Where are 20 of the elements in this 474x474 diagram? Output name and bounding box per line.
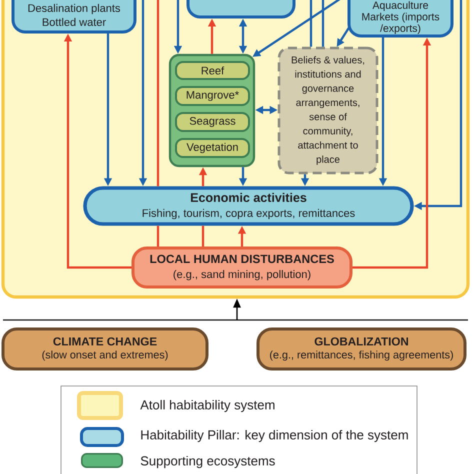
- legend-text: Habitability Pillar: key dimension of the system: [141, 430, 408, 442]
- disturbance-box: LOCAL HUMAN DISTURBANCES (e.g., sand mining, pollution): [132, 246, 352, 288]
- pillar-box: Desalination plants Bottled water: [12, 0, 136, 34]
- dashed-box: Beliefs & values, institutions and governance arrangements, sense of community, attachment to place: [278, 46, 378, 174]
- ecosystem-item: Vegetation: [175, 138, 250, 158]
- driver-box: GLOBALIZATION (e.g., remittances, fishing agreements): [256, 328, 466, 370]
- connector-line: [322, 0, 324, 47]
- pillar-box: Aquaculture Markets (imports /exports): [348, 0, 454, 38]
- pillar-box: [186, 0, 296, 18]
- driver-box: CLIMATE CHANGE (slow onset and extremes): [2, 328, 208, 370]
- connector-line: [310, 0, 312, 47]
- ecosystem-item: Seagrass: [175, 112, 250, 132]
- pillar-box: Economic activities Fishing, tourism, copra exports, remittances: [83, 186, 414, 226]
- connector-line: [156, 226, 160, 246]
- ecosystem-item: Reef: [175, 61, 250, 80]
- legend-text: Atoll habitability system: [140, 400, 274, 412]
- legend-text: Supporting ecosystems: [140, 456, 275, 468]
- connector-line: [202, 226, 204, 246]
- connector-line: [156, 0, 160, 186]
- ecosystem-item: Mangrove*: [175, 86, 250, 106]
